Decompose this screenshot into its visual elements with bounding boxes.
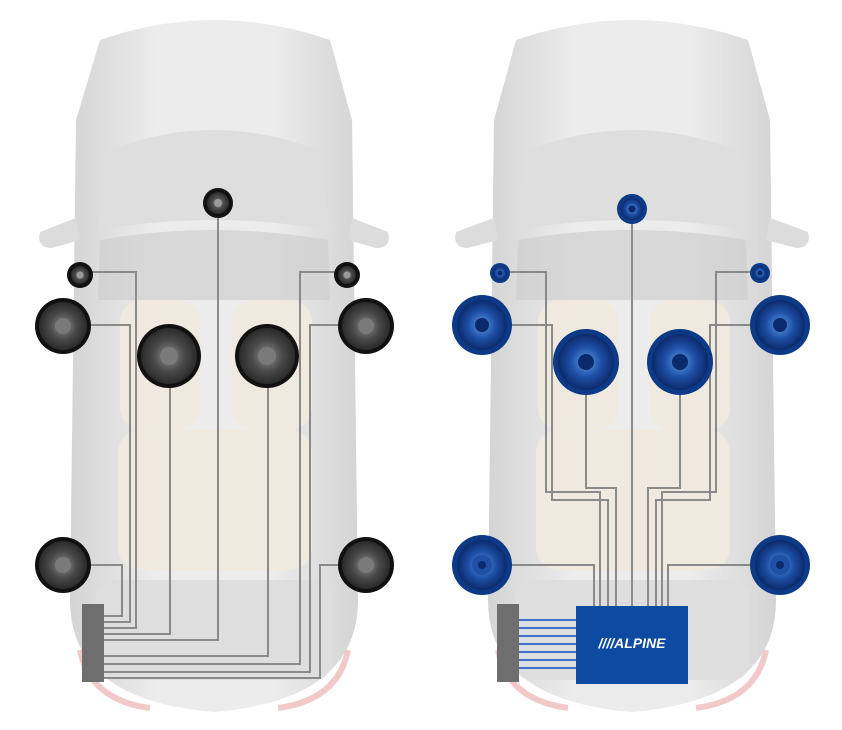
right-car-alpine-system: ////ALPINE — [452, 20, 810, 712]
wiring — [482, 210, 780, 606]
alpine-logo: ////ALPINE — [598, 635, 667, 651]
speaker-tweeter-right — [750, 263, 770, 283]
speaker-door-front-right — [338, 298, 394, 354]
speaker-seat-front-left — [553, 329, 619, 395]
speaker-tweeter-left — [67, 262, 93, 288]
left-car-stock-system — [35, 20, 394, 712]
speaker-rear-right — [338, 537, 394, 593]
speaker-door-front-left — [452, 295, 512, 355]
speaker-rear-left — [35, 537, 91, 593]
amplifier: ////ALPINE — [576, 606, 688, 684]
speaker-seat-front-right — [235, 324, 299, 388]
speaker-seat-front-left — [137, 324, 201, 388]
car-body — [39, 20, 389, 712]
head-unit — [497, 604, 519, 682]
speaker-tweeter-top — [203, 188, 233, 218]
speakers — [35, 188, 394, 593]
speaker-seat-front-right — [647, 329, 713, 395]
amp-wires — [518, 619, 576, 669]
speaker-rear-left — [452, 535, 512, 595]
speakers — [452, 194, 810, 595]
speaker-door-front-left — [35, 298, 91, 354]
head-unit — [82, 604, 104, 682]
speaker-door-front-right — [750, 295, 810, 355]
speaker-tweeter-right — [334, 262, 360, 288]
speaker-tweeter-left — [490, 263, 510, 283]
speaker-tweeter-top — [617, 194, 647, 224]
speaker-rear-right — [750, 535, 810, 595]
